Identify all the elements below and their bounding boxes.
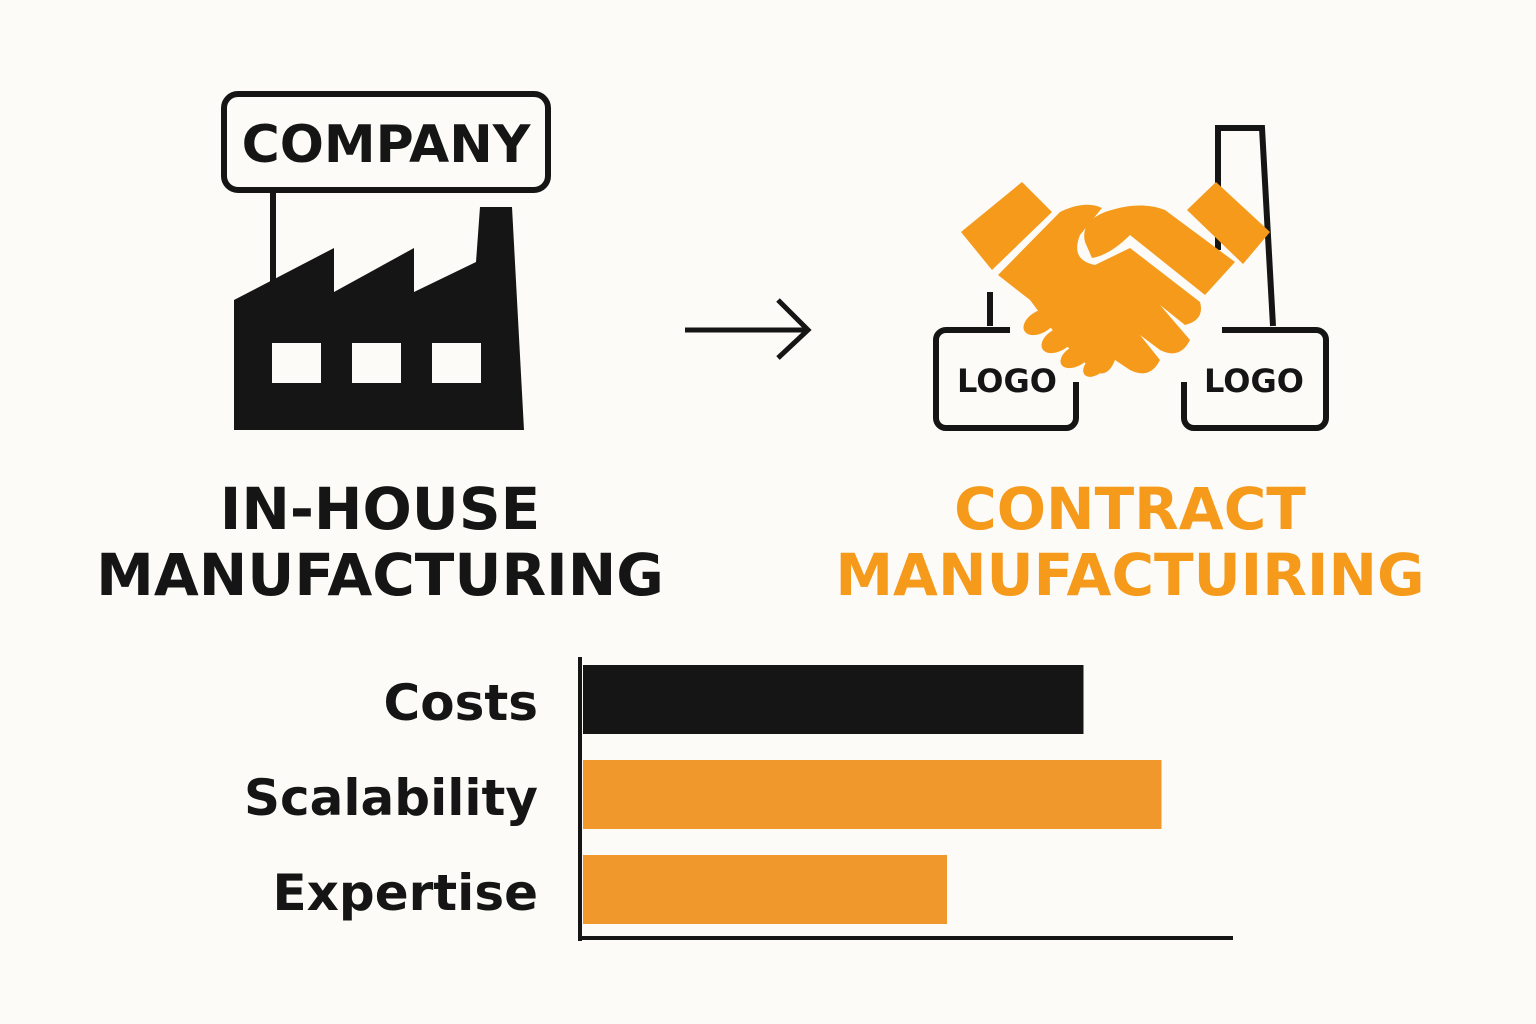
logo-text-left: LOGO [957, 362, 1057, 400]
bar-label-costs: Costs [383, 674, 538, 732]
comparison-chart [578, 657, 1233, 941]
contract-factory-icon: LOGO LOGO [933, 125, 1329, 431]
factory-icon: COMPANY [221, 91, 551, 430]
bar-scalability [583, 760, 1162, 829]
in-house-title-line1: IN-HOUSE [219, 475, 541, 543]
contract-title-line1: CONTRACT [954, 475, 1306, 543]
logo-text-right: LOGO [1204, 362, 1304, 400]
bar-label-expertise: Expertise [272, 864, 538, 922]
right-arrow-icon [685, 298, 812, 360]
bar-label-scalability: Scalability [244, 769, 538, 827]
in-house-title-line2: MANUFACTURING [96, 541, 664, 609]
contract-title-line2: MANUFACTUIRING [835, 541, 1425, 609]
handshake-icon [961, 182, 1270, 377]
company-sign-text: COMPANY [242, 115, 532, 175]
bar-costs [583, 665, 1084, 734]
bar-expertise [583, 855, 947, 924]
